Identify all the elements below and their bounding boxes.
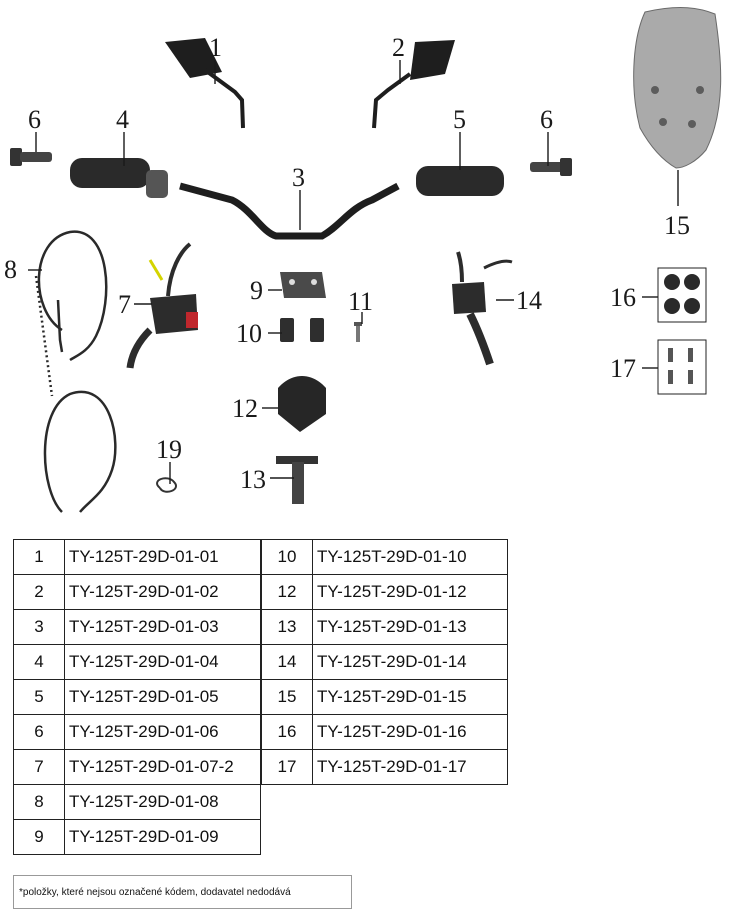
part-code-cell: TY-125T-29D-01-14	[312, 644, 508, 680]
callout-1: 1	[209, 33, 222, 62]
part-switch-right	[452, 251, 513, 366]
part-cables	[34, 230, 117, 513]
part-number-cell: 10	[261, 539, 313, 575]
part-bar-end-left	[10, 148, 52, 166]
part-code-cell: TY-125T-29D-01-06	[64, 714, 261, 750]
part-grip-right	[416, 166, 504, 196]
part-number-cell: 2	[13, 574, 65, 610]
part-code-cell: TY-125T-29D-01-05	[64, 679, 261, 715]
part-rubber-dampers	[657, 267, 707, 323]
part-bolt	[354, 322, 362, 342]
part-grip-left	[70, 158, 168, 198]
callout-9: 9	[250, 276, 263, 305]
part-switch-left	[126, 242, 198, 369]
callout-10: 10	[236, 319, 262, 348]
part-mirror-left	[165, 38, 245, 129]
part-code-cell: TY-125T-29D-01-04	[64, 644, 261, 680]
part-number-cell: 6	[13, 714, 65, 750]
part-code-cell: TY-125T-29D-01-16	[312, 714, 508, 750]
part-windscreen	[633, 7, 722, 169]
part-number-cell: 13	[261, 609, 313, 645]
part-stem-bracket	[276, 456, 318, 504]
callout-17: 17	[610, 354, 636, 383]
exploded-parts-diagram: 1 2 3 4 5 6 6 7 8 9 10 11 12 13 14 15 16…	[4, 7, 722, 513]
part-code-cell: TY-125T-29D-01-15	[312, 679, 508, 715]
part-code-cell: TY-125T-29D-01-02	[64, 574, 261, 610]
callout-2: 2	[392, 33, 405, 62]
part-code-cell: TY-125T-29D-01-17	[312, 749, 508, 785]
part-number-cell: 4	[13, 644, 65, 680]
part-code-cell: TY-125T-29D-01-07-2	[64, 749, 261, 785]
footnote: *položky, které nejsou označené kódem, d…	[13, 875, 352, 909]
callout-6-right: 6	[540, 105, 553, 134]
part-number-cell: 14	[261, 644, 313, 680]
part-number-cell: 12	[261, 574, 313, 610]
callout-16: 16	[610, 283, 636, 312]
callout-4: 4	[116, 105, 129, 134]
part-code-cell: TY-125T-29D-01-01	[64, 539, 261, 575]
part-number-cell: 8	[13, 784, 65, 820]
part-number-cell: 15	[261, 679, 313, 715]
part-bar-end-right	[530, 158, 572, 176]
part-number-cell: 16	[261, 714, 313, 750]
callout-3: 3	[292, 163, 305, 192]
callout-12: 12	[232, 394, 258, 423]
callout-19: 19	[156, 435, 182, 464]
callout-13: 13	[240, 465, 266, 494]
part-code-cell: TY-125T-29D-01-13	[312, 609, 508, 645]
part-code-cell: TY-125T-29D-01-10	[312, 539, 508, 575]
part-clamp-lower	[280, 318, 324, 342]
part-code-cell: TY-125T-29D-01-12	[312, 574, 508, 610]
part-number-cell: 3	[13, 609, 65, 645]
part-code-cell: TY-125T-29D-01-03	[64, 609, 261, 645]
callout-8: 8	[4, 255, 17, 284]
part-number-cell: 9	[13, 819, 65, 855]
part-clip	[156, 477, 177, 493]
part-code-cell: TY-125T-29D-01-09	[64, 819, 261, 855]
callout-14: 14	[516, 286, 542, 315]
callout-11: 11	[348, 287, 373, 316]
part-number-cell: 5	[13, 679, 65, 715]
part-mirror-right	[372, 40, 455, 129]
part-handlebar	[179, 182, 400, 240]
part-number-cell: 7	[13, 749, 65, 785]
callout-7: 7	[118, 290, 131, 319]
part-cover	[278, 376, 326, 432]
part-number-cell: 17	[261, 749, 313, 785]
callout-15: 15	[664, 211, 690, 240]
callout-5: 5	[453, 105, 466, 134]
part-code-cell: TY-125T-29D-01-08	[64, 784, 261, 820]
part-clamp-upper	[280, 272, 326, 298]
part-number-cell: 1	[13, 539, 65, 575]
callout-6-left: 6	[28, 105, 41, 134]
part-screws	[657, 339, 707, 395]
